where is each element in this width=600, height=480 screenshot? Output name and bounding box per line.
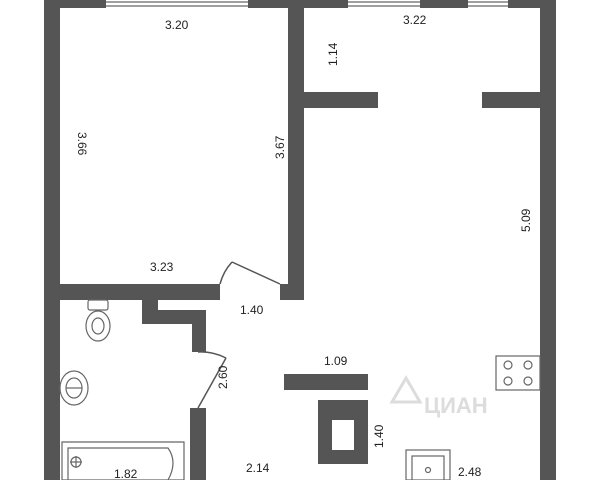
door-bathroom-swing (197, 351, 227, 359)
watermark: ЦИАН (389, 375, 488, 418)
wall-balcony-left-stub (304, 92, 378, 108)
windows (106, 1, 508, 7)
dim-room-left-bottom-width: 3.23 (150, 260, 174, 274)
toilet-icon (85, 299, 111, 342)
walls (44, 0, 556, 480)
dimension-labels: 3.20 3.66 3.67 3.23 1.14 3.22 5.09 1.40 … (75, 13, 533, 480)
dim-room-left-right-height: 3.67 (273, 135, 287, 159)
dim-partition-width: 1.09 (324, 354, 348, 368)
dim-partition-height: 1.40 (372, 424, 386, 448)
dim-corridor-width: 2.14 (246, 461, 270, 475)
wall-top-left (44, 0, 106, 8)
sink-icon (59, 370, 89, 406)
wall-partition-top (284, 374, 368, 390)
door-bedroom-leaf (231, 261, 281, 285)
bathtub-icon (61, 441, 185, 480)
door-bathroom-leaf (197, 357, 227, 409)
dim-bath-door-height: 2.60 (216, 365, 230, 389)
kitchen-sink-icon (405, 449, 451, 480)
wall-outer-right (540, 0, 556, 480)
wall-balcony-right-stub (482, 92, 540, 108)
door-bedroom-swing (219, 261, 233, 285)
dim-balcony-depth: 1.14 (326, 42, 340, 66)
dim-room-right-height: 5.09 (519, 208, 533, 232)
dim-hall-width: 1.40 (240, 303, 264, 317)
dim-room-left-top-width: 3.20 (165, 18, 189, 32)
wall-bedroom-right (288, 0, 304, 300)
wall-bathroom-right-lower (190, 408, 206, 480)
stove-icon (495, 355, 541, 391)
watermark-logo-icon (389, 375, 423, 404)
doors (197, 261, 281, 409)
wall-bathroom-notch (142, 300, 206, 352)
dim-room-left-left-height: 3.66 (75, 132, 89, 156)
wall-top-right (420, 0, 468, 8)
dim-kitchen-width: 2.48 (458, 465, 482, 479)
wall-bedroom-bottom-right (280, 284, 304, 300)
wall-top-far-right (508, 0, 556, 8)
wall-outer-left (44, 0, 60, 480)
dim-room-right-top-width: 3.22 (403, 13, 427, 27)
wall-bedroom-bottom-left (44, 284, 220, 300)
dim-bath-width: 1.82 (114, 467, 138, 480)
watermark-brand: ЦИАН (424, 393, 488, 418)
wall-partition-block (318, 400, 368, 464)
